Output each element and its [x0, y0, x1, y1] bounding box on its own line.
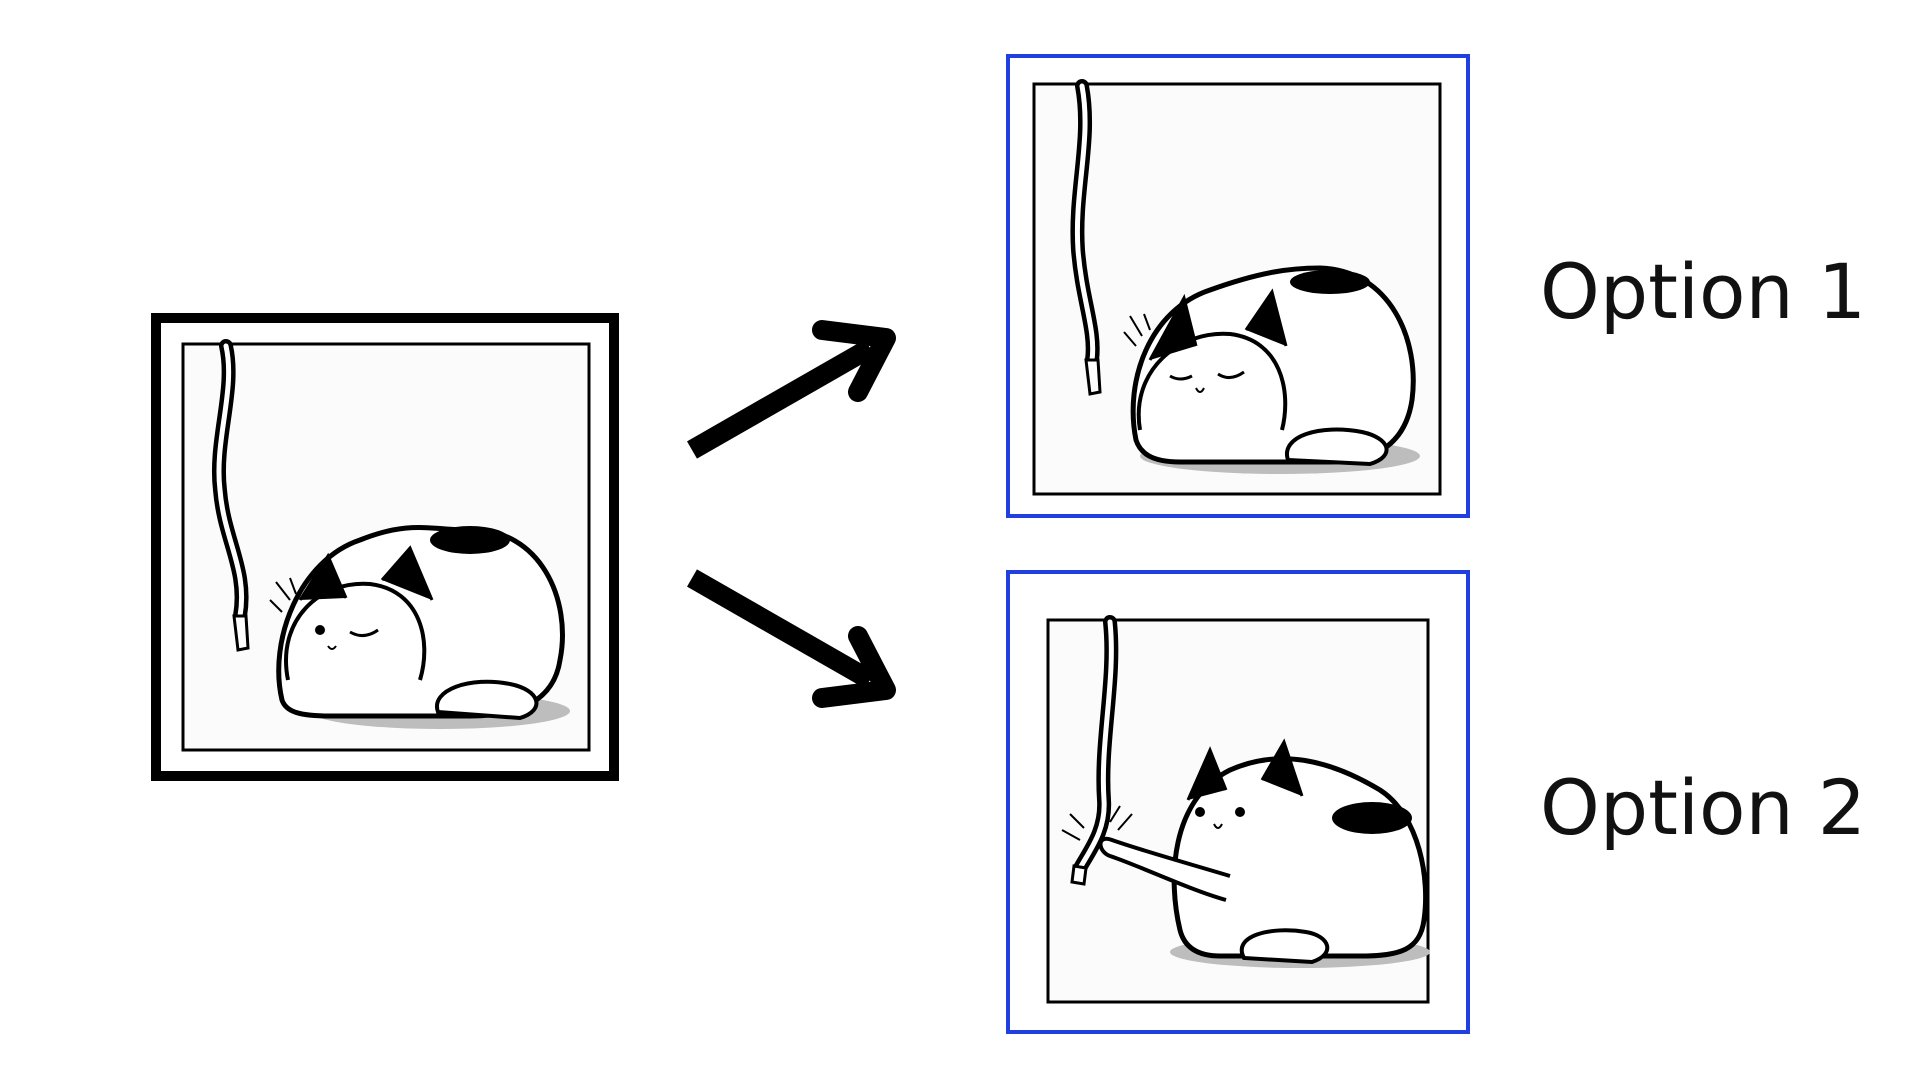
cat-sleeping-eyes-closed: [1123, 265, 1420, 474]
arrow-to-option-2: [687, 569, 896, 708]
source-panel: [151, 313, 619, 781]
option-1-label: Option 1: [1540, 247, 1867, 336]
cat-sleeping-one-eye: [269, 525, 570, 729]
hanging-cord: [1070, 79, 1102, 396]
option-1-panel: [1006, 54, 1470, 518]
hanging-cord: [212, 339, 250, 652]
option-2-panel: [1006, 570, 1470, 1034]
hanging-cord: [1070, 615, 1119, 886]
option-2-label: Option 2: [1540, 763, 1867, 852]
cat-swatting-cord: [1061, 738, 1430, 968]
arrow-to-option-1: [687, 320, 896, 459]
